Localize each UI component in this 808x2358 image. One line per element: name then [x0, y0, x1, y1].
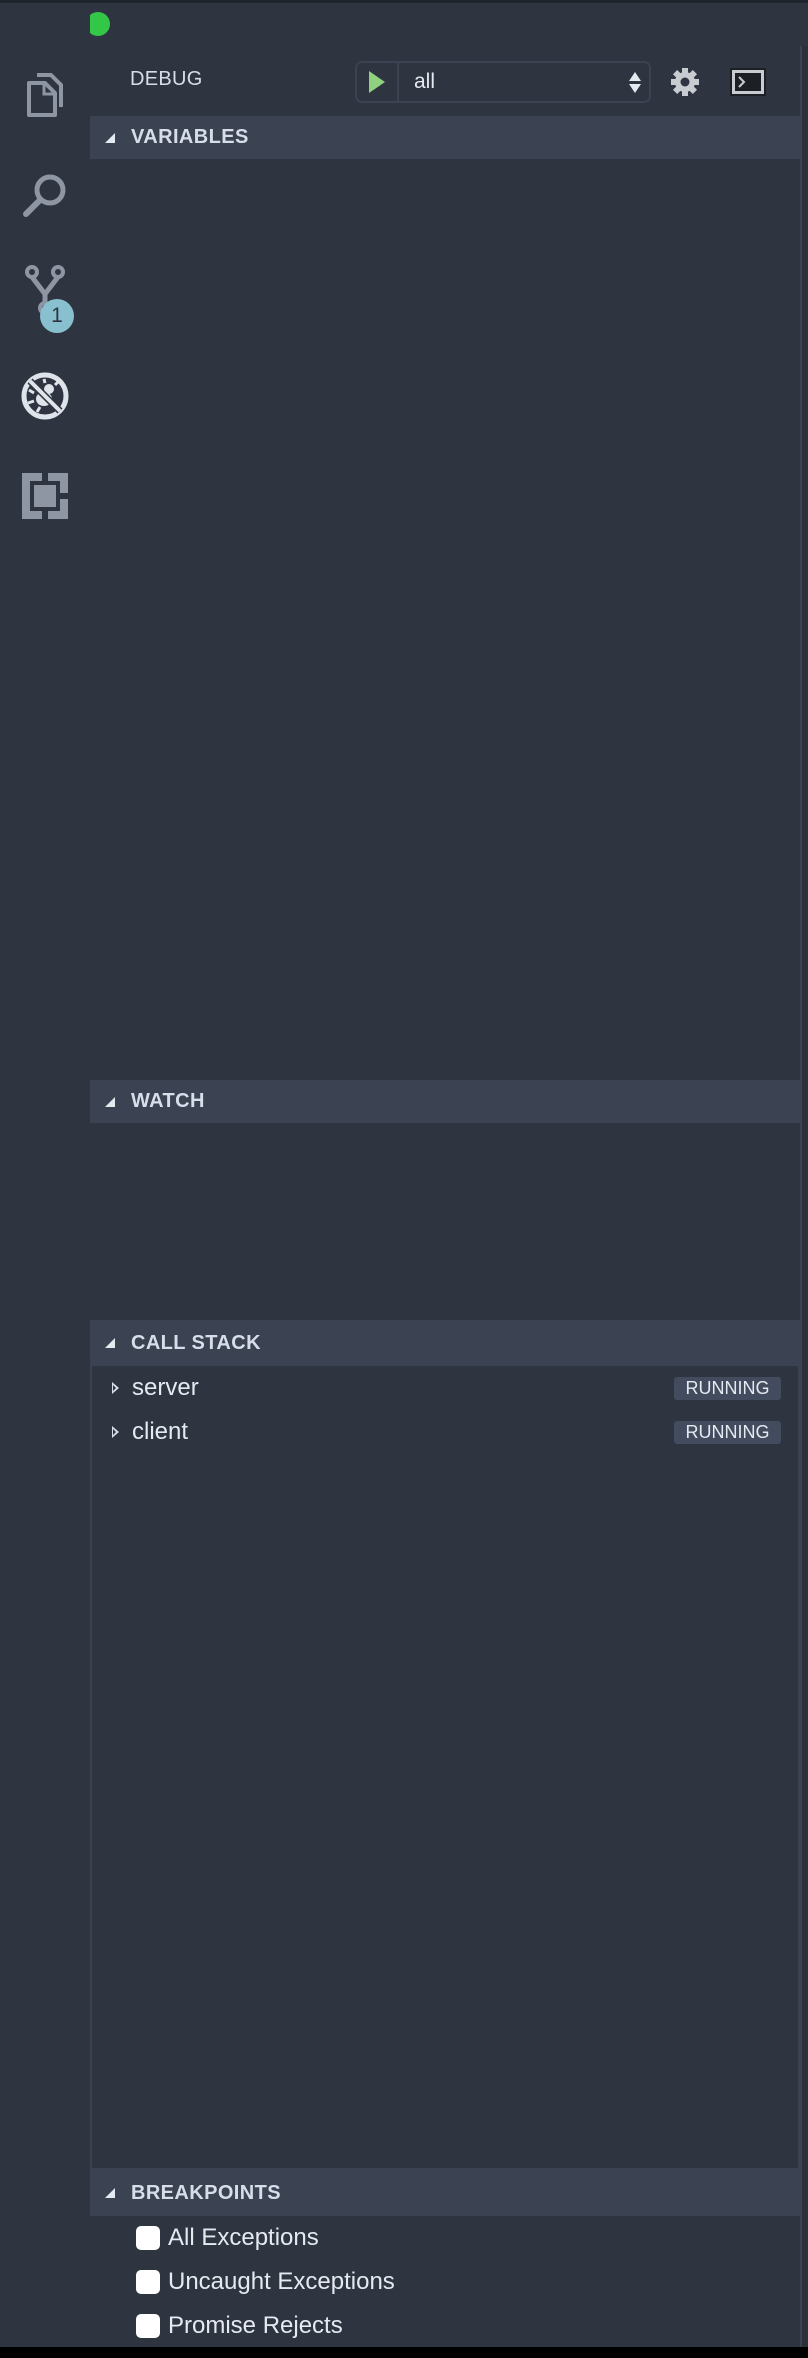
- activity-extensions[interactable]: [0, 466, 90, 526]
- extensions-icon: [22, 473, 68, 519]
- debug-toolbar: DEBUG all: [90, 46, 800, 116]
- thread-row-server[interactable]: server RUNNING: [92, 1366, 798, 1410]
- section-title: BREAKPOINTS: [131, 2181, 281, 2204]
- checkbox[interactable]: [136, 2226, 160, 2250]
- collapse-icon: [105, 1338, 115, 1348]
- activity-explorer[interactable]: [0, 65, 90, 125]
- debug-configuration-select[interactable]: all: [355, 61, 651, 103]
- section-title: CALL STACK: [131, 1331, 261, 1354]
- breakpoint-label: Uncaught Exceptions: [168, 2268, 395, 2295]
- breakpoints-view: All Exceptions Uncaught Exceptions Promi…: [90, 2216, 800, 2347]
- section-title: VARIABLES: [131, 126, 249, 148]
- chevron-right-icon[interactable]: [112, 1426, 119, 1438]
- terminal-icon: [738, 76, 746, 88]
- window-bottom-border: [0, 2347, 808, 2358]
- thread-status-badge: RUNNING: [674, 1420, 781, 1444]
- thread-status-badge: RUNNING: [674, 1376, 781, 1400]
- debug-icon: [21, 372, 69, 420]
- call-stack-section-header[interactable]: CALL STACK: [90, 1320, 800, 1366]
- search-icon: [23, 174, 66, 217]
- watch-view: [90, 1123, 800, 1320]
- debug-sidebar: DEBUG all: [90, 46, 800, 2347]
- breakpoints-section-header[interactable]: BREAKPOINTS: [90, 2170, 800, 2216]
- source-control-badge: 1: [40, 299, 74, 333]
- watch-section-header[interactable]: WATCH: [90, 1080, 800, 1123]
- breakpoint-all-exceptions[interactable]: All Exceptions: [90, 2216, 796, 2260]
- variables-section-header[interactable]: VARIABLES: [90, 116, 800, 159]
- activity-debug[interactable]: [0, 366, 90, 426]
- collapse-icon: [105, 132, 115, 143]
- chevron-right-icon[interactable]: [112, 1382, 119, 1394]
- open-launch-json-button[interactable]: [670, 67, 700, 97]
- checkbox[interactable]: [136, 2314, 160, 2338]
- collapse-icon: [105, 1096, 115, 1107]
- section-title: WATCH: [131, 1090, 205, 1112]
- files-icon: [27, 73, 63, 117]
- activity-search[interactable]: [0, 165, 90, 225]
- checkbox[interactable]: [136, 2270, 160, 2294]
- activity-bar: 1: [0, 3, 90, 2347]
- breakpoint-label: Promise Rejects: [168, 2312, 343, 2339]
- gear-icon: [671, 68, 699, 96]
- sidebar-scrollbar[interactable]: [800, 46, 808, 2347]
- breakpoint-promise-rejects[interactable]: Promise Rejects: [90, 2304, 796, 2348]
- breakpoint-label: All Exceptions: [168, 2224, 319, 2251]
- breakpoint-uncaught-exceptions[interactable]: Uncaught Exceptions: [90, 2260, 796, 2304]
- play-icon: [369, 71, 385, 93]
- select-arrows-icon: [621, 71, 649, 93]
- start-debugging-button[interactable]: [357, 63, 399, 101]
- collapse-icon: [105, 2188, 115, 2198]
- window-top-border: [0, 0, 808, 3]
- call-stack-view: server RUNNING client RUNNING: [90, 1366, 800, 2170]
- variables-view: [90, 159, 800, 1080]
- debug-console-button[interactable]: [730, 68, 766, 96]
- thread-name: client: [132, 1418, 189, 1445]
- thread-name: server: [132, 1374, 199, 1401]
- maximize-window-button[interactable]: [86, 12, 110, 36]
- thread-row-client[interactable]: client RUNNING: [92, 1410, 798, 1454]
- sidebar-title: DEBUG: [130, 68, 203, 90]
- selected-configuration: all: [414, 70, 436, 93]
